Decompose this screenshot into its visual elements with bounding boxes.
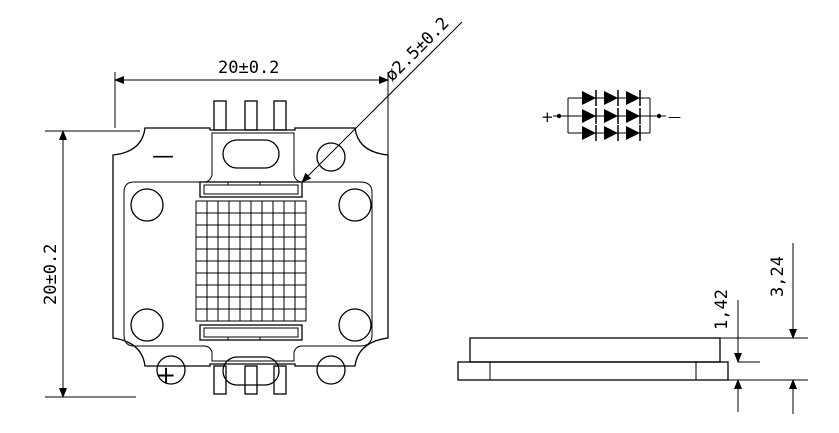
width-dimension: 20±0.2	[114, 58, 389, 155]
top-pins	[213, 100, 287, 131]
circuit-minus: —	[668, 110, 681, 125]
hole-leader: ø2.5±0.2	[301, 13, 463, 183]
hole-label: ø2.5±0.2	[381, 13, 453, 85]
positive-mark: +	[156, 361, 176, 389]
total-height-label: 3,24	[768, 256, 788, 297]
negative-mark: —	[152, 144, 174, 169]
diode-icon	[604, 91, 618, 105]
board-outline	[123, 132, 373, 362]
diode-icon	[582, 126, 596, 140]
diode-icon	[582, 91, 596, 105]
diode-icon	[626, 109, 640, 123]
bottom-slot	[222, 356, 280, 386]
diode-icon	[582, 109, 596, 123]
height-dimension: 20±0.2	[41, 130, 140, 398]
circuit-symbol: + —	[541, 90, 681, 141]
base-height-label: 1,42	[712, 289, 732, 330]
diode-icon	[626, 91, 640, 105]
side-top-layer	[469, 337, 721, 363]
package-outline	[112, 127, 389, 367]
side-view: 1,42 3,24	[457, 243, 808, 414]
top-slot	[222, 139, 280, 169]
led-chip-grid	[195, 200, 307, 322]
diode-icon	[604, 109, 618, 123]
bottom-electrode	[199, 324, 303, 341]
side-base-layer	[457, 361, 729, 381]
diode-icon	[626, 126, 640, 140]
diode-icon	[604, 126, 618, 140]
circuit-plus: +	[541, 108, 554, 126]
width-label: 20±0.2	[218, 58, 279, 78]
mounting-holes	[130, 142, 372, 385]
top-view: — +	[112, 100, 389, 395]
top-electrode	[199, 181, 303, 198]
height-label: 20±0.2	[41, 244, 61, 305]
